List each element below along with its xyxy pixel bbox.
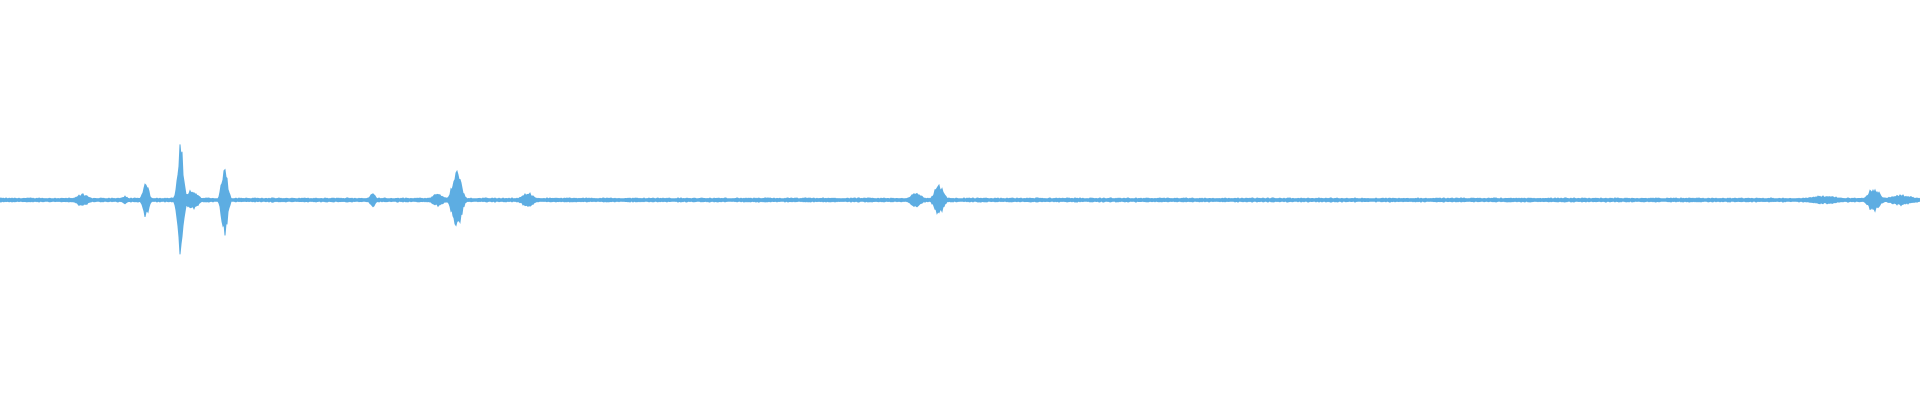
waveform-signal [0,144,1920,255]
